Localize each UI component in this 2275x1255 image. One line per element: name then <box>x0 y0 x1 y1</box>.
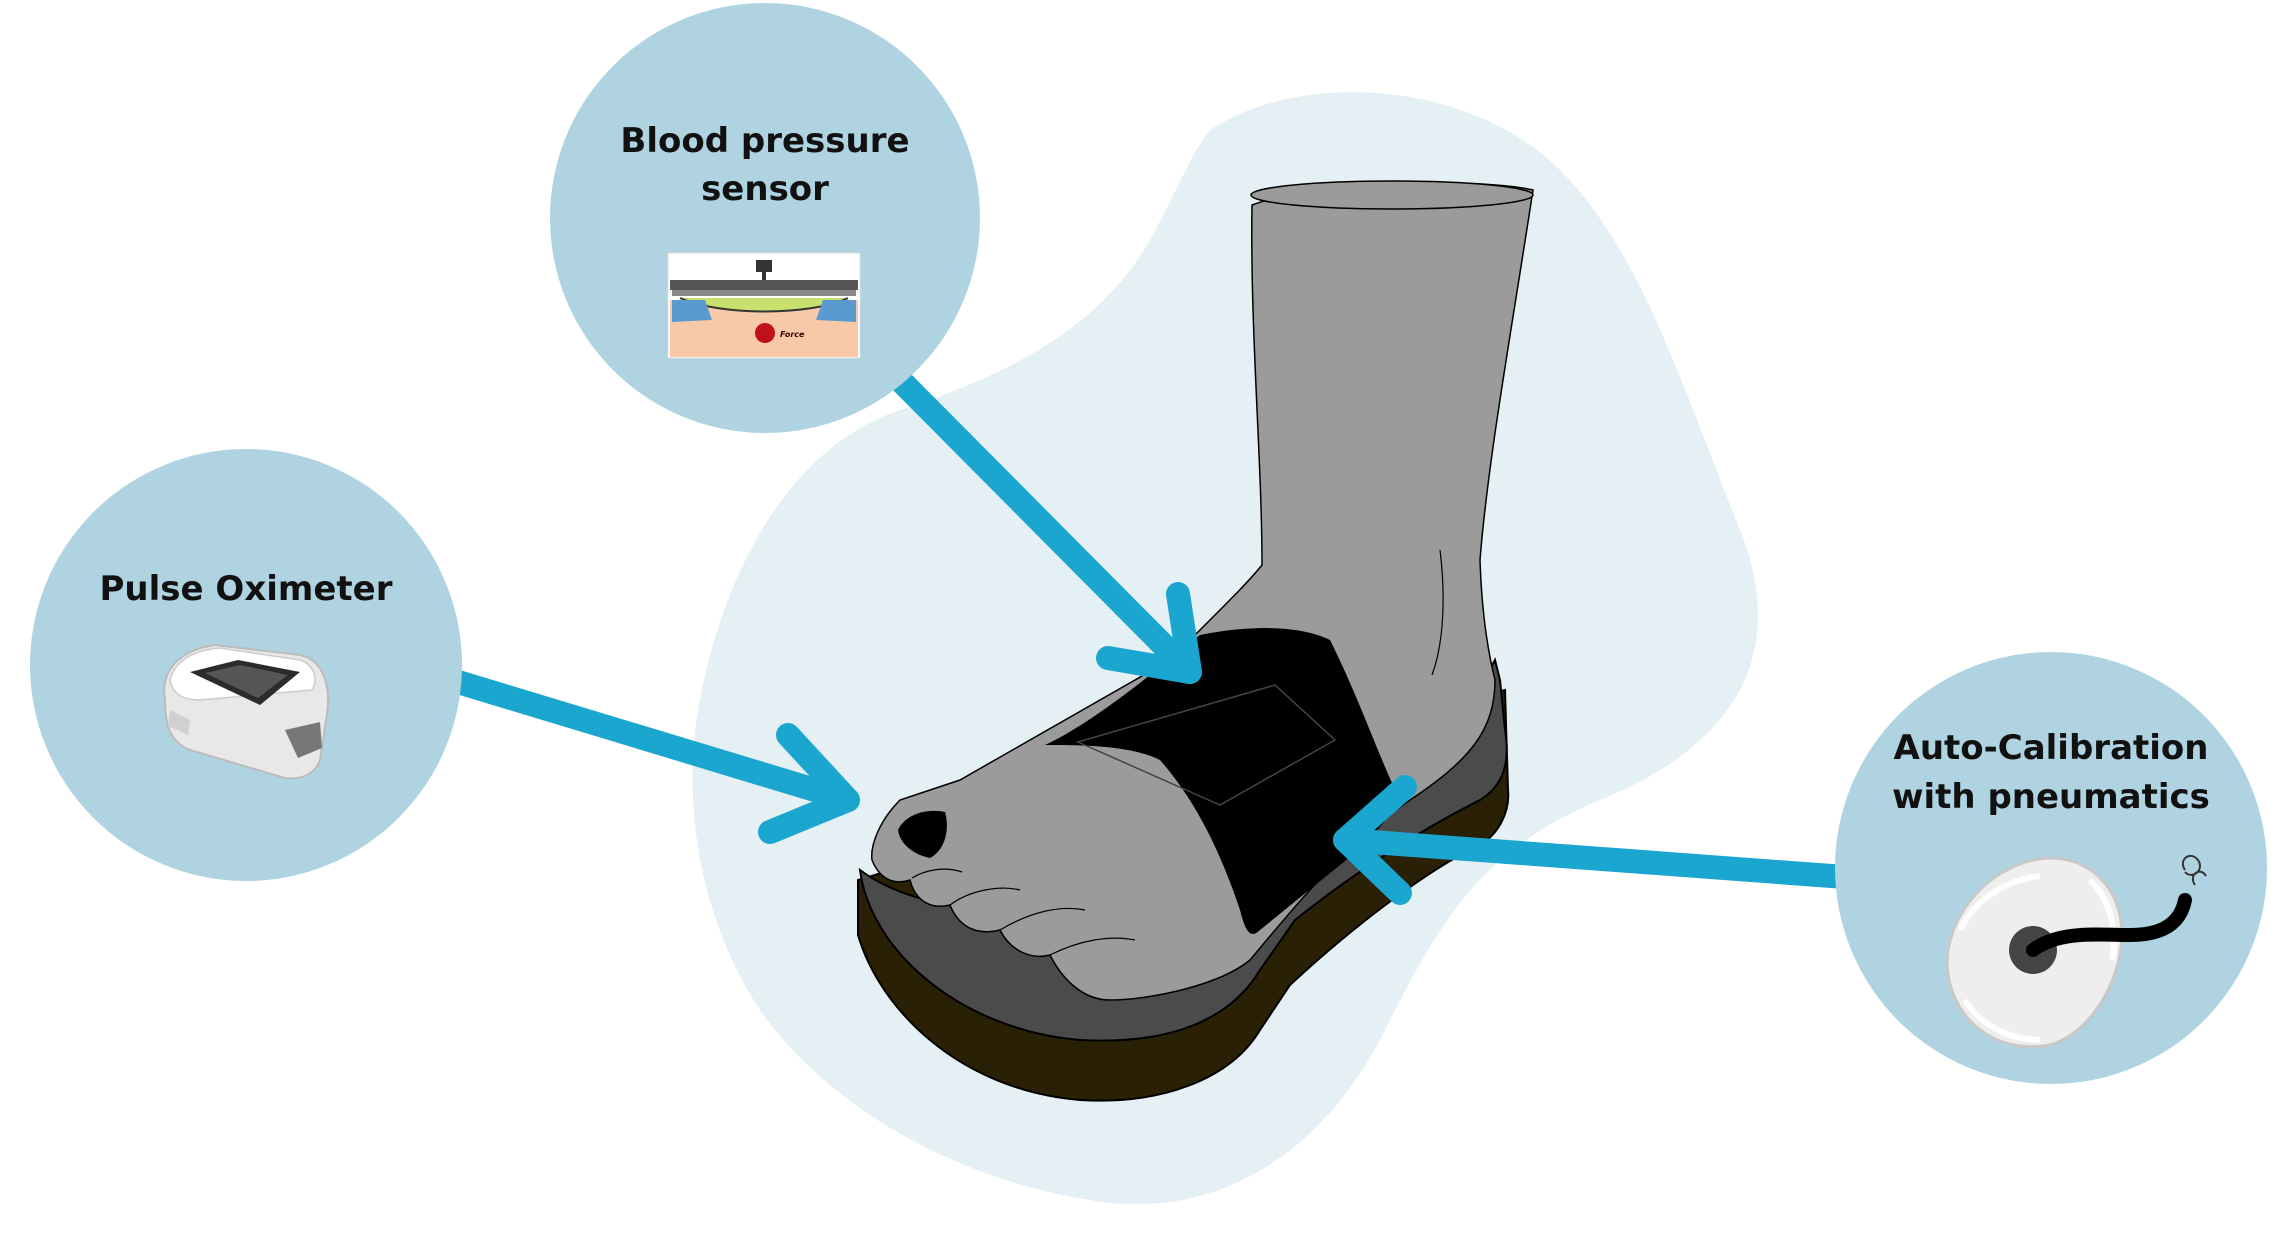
strap-velcro-patch <box>1075 684 1337 806</box>
foot-in-sandal-with-strap-icon <box>857 180 1534 1102</box>
callout-title-line-2: with pneumatics <box>1892 777 2210 817</box>
arrow-pulse-oximeter-to-toe <box>446 670 860 812</box>
callout-circle <box>550 3 980 433</box>
callout-title-line-2: sensor <box>701 169 829 209</box>
inflatable-air-bladder-icon <box>1945 854 2207 1049</box>
callout-pulse-oximeter: Pulse Oximeter <box>30 449 462 881</box>
foot-strap <box>1045 628 1400 934</box>
arrow-blood-pressure-to-strap <box>888 368 1202 684</box>
sensor-force-label: Force <box>780 330 805 339</box>
arrow-head-auto-calibration <box>1333 775 1417 905</box>
callout-title-line-1: Blood pressure <box>620 121 909 161</box>
leg-top-opening <box>1250 180 1534 210</box>
arrow-head-blood-pressure <box>1096 582 1202 684</box>
ankle-line <box>1431 549 1444 676</box>
arrow-auto-calibration-to-heel <box>1333 828 1857 889</box>
arrow-head-pulse-oximeter <box>758 723 860 844</box>
callout-title-line-1: Pulse Oximeter <box>100 569 393 609</box>
callout-title-line-1: Auto-Calibration <box>1894 728 2209 768</box>
callout-auto-calibration: Auto-Calibration with pneumatics <box>1835 652 2267 1084</box>
arrows <box>446 368 1857 905</box>
toe-ring <box>898 810 947 858</box>
fingertip-pulse-oximeter-icon <box>163 643 329 780</box>
toe-lines <box>911 868 1136 956</box>
flexible-pressure-sensor-icon: Force <box>667 252 861 359</box>
callout-blood-pressure-sensor: Blood pressure sensor Force <box>550 3 980 433</box>
